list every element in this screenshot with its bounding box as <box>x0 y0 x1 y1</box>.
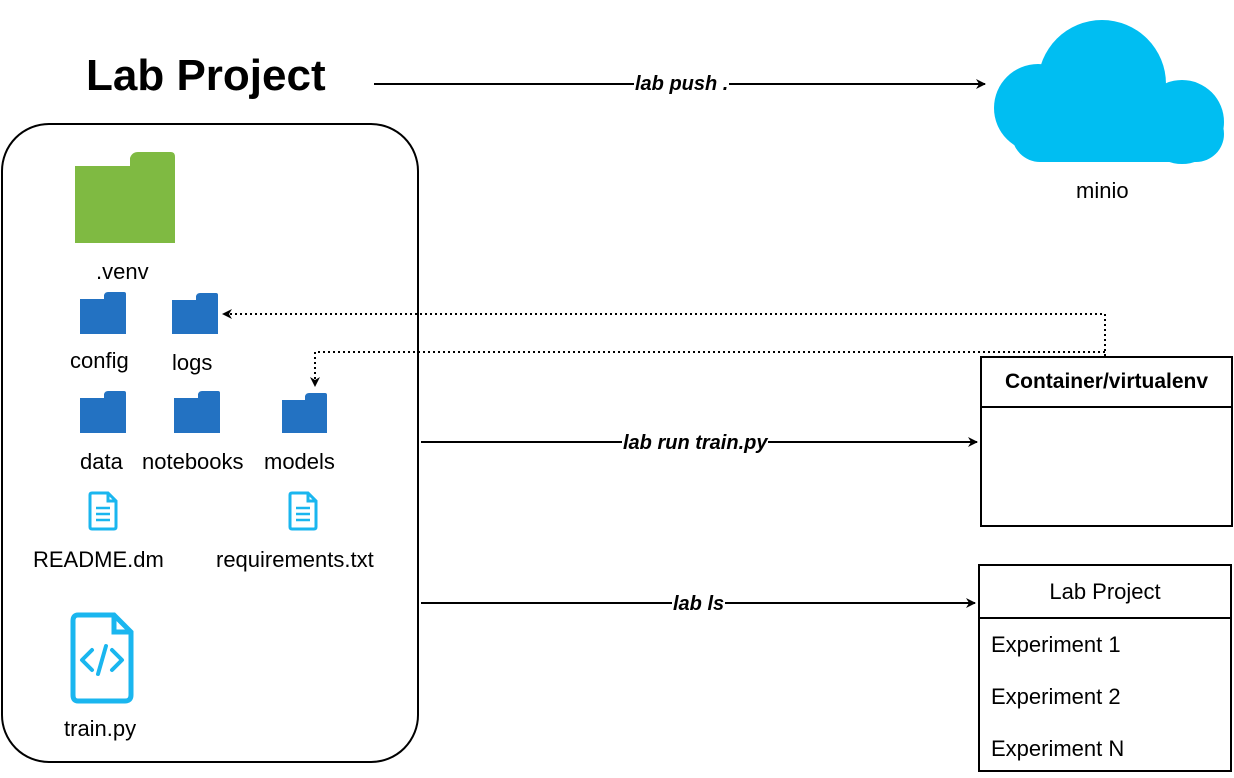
cloud-icon <box>994 20 1224 164</box>
logs-dotted-arrow <box>222 309 1106 356</box>
models-folder-icon <box>282 393 327 433</box>
readme-file-icon <box>88 491 118 531</box>
logs-folder-icon <box>172 293 218 334</box>
list-item: Experiment 2 <box>991 684 1121 709</box>
readme-label: README.dm <box>33 547 164 572</box>
config-label: config <box>70 348 129 373</box>
requirements-file-icon <box>288 491 318 531</box>
data-label: data <box>80 449 123 474</box>
experiment-list-title: Lab Project <box>980 566 1230 619</box>
list-item: Experiment 1 <box>991 632 1121 657</box>
list-item: Experiment N <box>991 736 1125 761</box>
project-container <box>1 123 419 763</box>
container-title: Container/virtualenv <box>982 358 1231 408</box>
notebooks-folder-icon <box>174 391 220 433</box>
code-file-icon <box>70 612 134 704</box>
page-title: Lab Project <box>86 51 326 100</box>
logs-label: logs <box>172 350 213 375</box>
train-label: train.py <box>64 716 137 741</box>
data-folder-icon <box>80 391 126 433</box>
run-edge-label: lab run train.py <box>622 432 769 454</box>
venv-label: .venv <box>96 259 149 284</box>
ls-edge-label: lab ls <box>672 593 726 615</box>
models-label: models <box>264 449 335 474</box>
minio-label: minio <box>1076 178 1129 203</box>
models-dotted-arrow <box>310 351 1105 387</box>
config-folder-icon <box>80 292 126 334</box>
notebooks-label: notebooks <box>142 449 244 474</box>
push-edge-label: lab push . <box>634 73 730 95</box>
venv-folder-icon <box>75 152 175 243</box>
requirements-label: requirements.txt <box>216 547 374 572</box>
container-box: Container/virtualenv <box>980 356 1233 527</box>
experiment-list-box: Lab Project Experiment 1 Experiment 2 Ex… <box>978 564 1232 772</box>
